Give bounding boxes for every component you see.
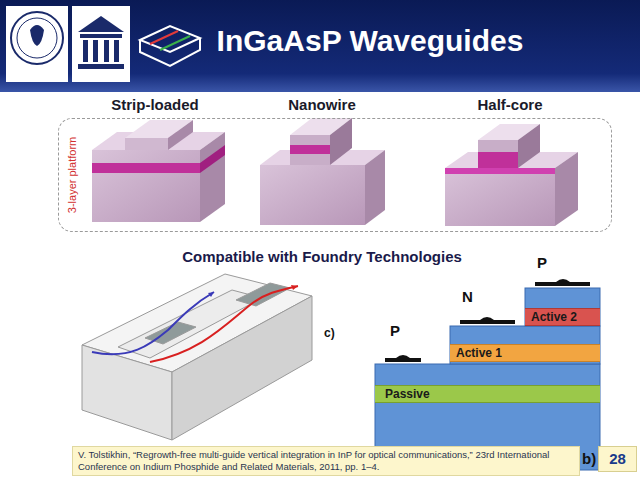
node-text: Active 1 bbox=[456, 346, 594, 360]
citation-box: V. Tolstikhin, “Regrowth-free multi-guid… bbox=[72, 446, 580, 476]
node-text: Active 2 bbox=[531, 310, 594, 324]
node-text: 3-layer platform bbox=[66, 137, 78, 213]
half-core-waveguide bbox=[445, 124, 578, 226]
logo-chip bbox=[140, 26, 200, 66]
node-text: Passive bbox=[385, 387, 590, 401]
waveguide-label: Half-core bbox=[477, 96, 542, 113]
waveguide-label: Nanowire bbox=[288, 96, 356, 113]
page-number-box: 28 bbox=[598, 446, 637, 472]
node-text: 28 bbox=[599, 450, 636, 468]
panel-label: c) bbox=[322, 326, 337, 340]
logo-building bbox=[72, 6, 130, 82]
logo-seal bbox=[6, 6, 68, 82]
contact-label: P bbox=[537, 254, 547, 271]
active-1-layer: Active 1 bbox=[450, 344, 600, 362]
waveguide-label: Strip-loaded bbox=[111, 96, 199, 113]
header-bar bbox=[0, 0, 640, 92]
integrated-chip-illustration bbox=[82, 274, 312, 440]
nanowire-waveguide bbox=[260, 118, 385, 225]
active-2-layer: Active 2 bbox=[525, 308, 600, 326]
node-text: V. Tolstikhin, “Regrowth-free multi-guid… bbox=[78, 449, 574, 473]
contact-label: P bbox=[390, 322, 400, 339]
section-heading: Compatible with Foundry Technologies bbox=[182, 248, 462, 265]
platform-frame: 3-layer platform bbox=[58, 118, 612, 232]
passive-layer: Passive bbox=[375, 385, 600, 403]
panel-label: b) bbox=[582, 450, 596, 467]
slide-title: InGaAsP Waveguides bbox=[217, 24, 524, 58]
layer-stack bbox=[375, 288, 600, 470]
strip-loaded-waveguide bbox=[92, 120, 225, 222]
contact-label: N bbox=[462, 288, 473, 305]
